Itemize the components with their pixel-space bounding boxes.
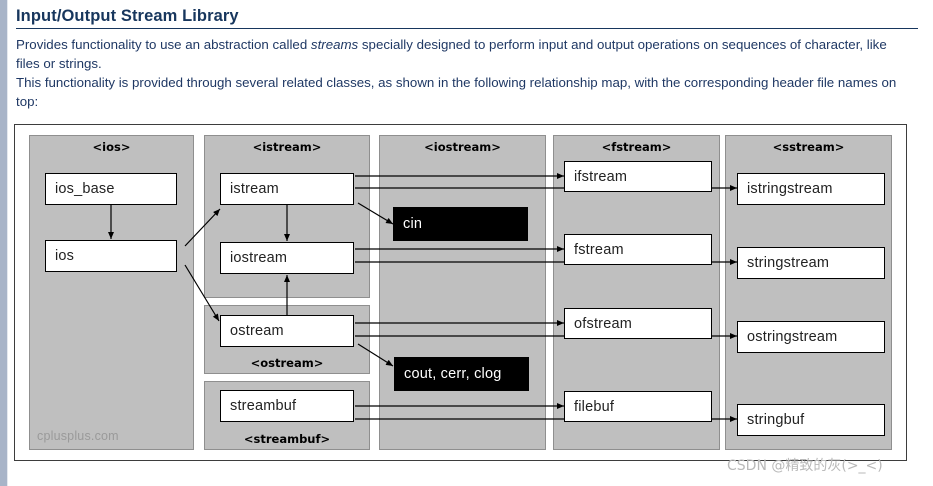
panel-title-iostream: <iostream> — [424, 140, 501, 154]
left-gutter-strip — [0, 0, 8, 486]
class-box-ifstream[interactable]: ifstream — [564, 161, 712, 192]
panel-title-ios: <ios> — [92, 140, 131, 154]
panel-title-sstream: <sstream> — [772, 140, 845, 154]
intro-paragraph-1: Provides functionality to use an abstrac… — [16, 35, 902, 73]
class-relationship-diagram: <ios> cplusplus.com <istream> <ostream> … — [14, 124, 907, 461]
object-box-cin[interactable]: cin — [393, 207, 528, 241]
class-box-ios-base[interactable]: ios_base — [45, 173, 177, 205]
cplusplus-watermark: cplusplus.com — [37, 429, 119, 443]
class-box-ios[interactable]: ios — [45, 240, 177, 272]
class-box-streambuf[interactable]: streambuf — [220, 390, 354, 422]
csdn-watermark: CSDN @精致的灰(>_<) — [727, 458, 883, 474]
intro-text-italic: streams — [310, 37, 359, 52]
title-underline — [16, 28, 918, 29]
intro-text-before: Provides functionality to use an abstrac… — [16, 37, 311, 52]
intro-text-after: specially designed to perform input and … — [16, 37, 887, 71]
document-body: Input/Output Stream Library Provides fun… — [16, 0, 918, 111]
class-box-iostream[interactable]: iostream — [220, 242, 354, 274]
object-box-cout-cerr-clog[interactable]: cout, cerr, clog — [394, 357, 529, 391]
class-box-ofstream[interactable]: ofstream — [564, 308, 712, 339]
diagram-canvas: <ios> cplusplus.com <istream> <ostream> … — [15, 125, 906, 460]
class-box-filebuf[interactable]: filebuf — [564, 391, 712, 422]
page-title: Input/Output Stream Library — [16, 7, 239, 25]
class-box-stringbuf[interactable]: stringbuf — [737, 404, 885, 436]
panel-title-streambuf: <streambuf> — [243, 432, 331, 446]
class-box-istringstream[interactable]: istringstream — [737, 173, 885, 205]
class-box-istream[interactable]: istream — [220, 173, 354, 205]
class-box-fstream[interactable]: fstream — [564, 234, 712, 265]
panel-title-fstream: <fstream> — [601, 140, 672, 154]
class-box-stringstream[interactable]: stringstream — [737, 247, 885, 279]
panel-title-ostream: <ostream> — [250, 356, 324, 370]
panel-title-istream: <istream> — [252, 140, 322, 154]
intro-paragraph-2: This functionality is provided through s… — [16, 75, 897, 109]
panel-iostream: <iostream> — [379, 135, 546, 450]
class-box-ostream[interactable]: ostream — [220, 315, 354, 347]
class-box-ostringstream[interactable]: ostringstream — [737, 321, 885, 353]
